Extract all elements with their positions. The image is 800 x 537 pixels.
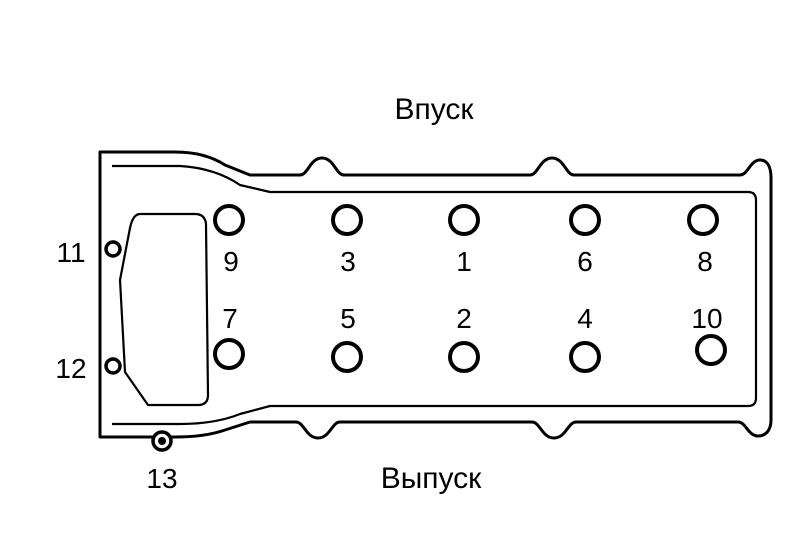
bolt-12 (104, 357, 122, 375)
bolt-label-9: 9 (223, 246, 239, 277)
bolt-8 (687, 204, 719, 236)
bolt-7 (213, 338, 245, 370)
bolt-6 (569, 204, 601, 236)
bolt-label-4: 4 (577, 303, 593, 334)
bolt-label-5: 5 (340, 303, 356, 334)
bolt-2 (448, 341, 480, 373)
exhaust-label: Выпуск (381, 462, 482, 495)
bolt-label-12: 12 (55, 353, 86, 384)
bolt-label-6: 6 (577, 246, 593, 277)
head-bolts (213, 204, 727, 373)
bolt-13-center (158, 437, 166, 445)
intake-label: Впуск (394, 93, 474, 126)
bolt-label-1: 1 (456, 246, 472, 277)
cover-inner-gasket-line (112, 164, 758, 426)
left-recess-pocket (118, 212, 210, 407)
bolt-label-11: 11 (56, 237, 85, 268)
bolt-label-2: 2 (456, 303, 472, 334)
bolt-label-13: 13 (146, 463, 177, 494)
bolt-label-10: 10 (691, 303, 722, 334)
bolt-9 (213, 204, 245, 236)
bolt-10 (695, 334, 727, 366)
bolt-4 (569, 341, 601, 373)
bolt-1 (448, 204, 480, 236)
cover-outer-outline (98, 150, 773, 440)
bolt-5 (331, 341, 363, 373)
bolt-label-8: 8 (697, 246, 713, 277)
bolt-label-3: 3 (340, 246, 356, 277)
bolt-label-7: 7 (222, 303, 238, 334)
bolt-11 (104, 240, 122, 258)
bolt-3 (331, 204, 363, 236)
